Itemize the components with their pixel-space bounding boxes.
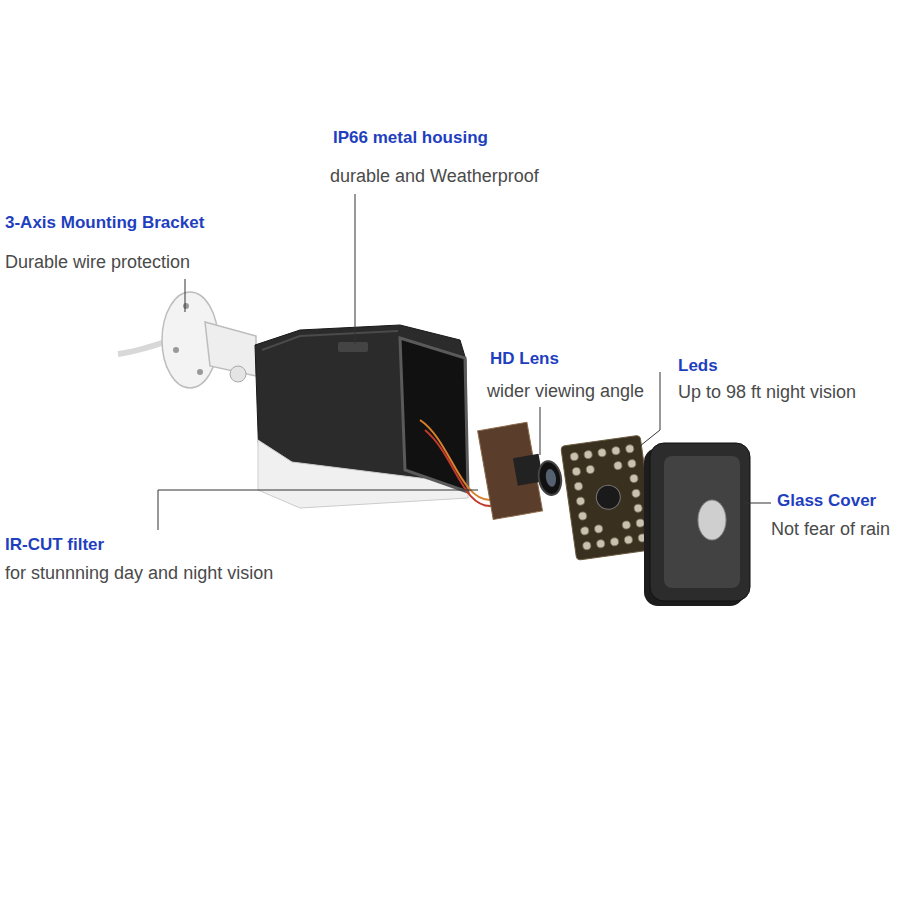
led xyxy=(613,461,622,470)
led xyxy=(634,504,643,513)
leader-line xyxy=(158,490,478,530)
led-hole xyxy=(595,484,622,511)
led xyxy=(578,511,587,520)
led xyxy=(632,489,641,498)
led xyxy=(580,526,589,535)
led xyxy=(570,452,579,461)
leader-line xyxy=(185,279,186,312)
bracket-knob xyxy=(230,366,246,382)
cover-window xyxy=(664,456,740,588)
glass-cover xyxy=(650,443,750,601)
led xyxy=(624,535,633,544)
led xyxy=(636,519,645,528)
callout-text: durable and Weatherproof xyxy=(330,166,539,187)
led xyxy=(598,448,607,457)
callout-text: Durable wire protection xyxy=(5,252,190,273)
led xyxy=(576,497,585,506)
led xyxy=(594,524,603,533)
leader-line xyxy=(540,407,541,455)
lens-glass xyxy=(544,468,557,487)
led-array xyxy=(570,444,647,550)
callout-text: wider viewing angle xyxy=(487,381,644,402)
bracket-arm xyxy=(205,322,256,376)
screw xyxy=(183,303,189,309)
led xyxy=(629,474,638,483)
cover-lens-window xyxy=(698,500,726,540)
led xyxy=(582,541,591,550)
housing-edge xyxy=(262,331,398,350)
callout-title: 3-Axis Mounting Bracket xyxy=(5,213,204,233)
led xyxy=(610,537,619,546)
led xyxy=(596,539,605,548)
led xyxy=(572,467,581,476)
screw xyxy=(173,347,179,353)
lens-board xyxy=(478,418,567,519)
callout-text: Not fear of rain xyxy=(771,519,890,540)
housing-opening xyxy=(400,338,468,492)
callout-title: IP66 metal housing xyxy=(333,128,488,148)
led-pcb xyxy=(561,435,656,560)
led-board xyxy=(561,435,656,560)
leader-line xyxy=(744,503,771,504)
lens xyxy=(536,459,564,496)
led xyxy=(584,450,593,459)
callout-title: IR-CUT filter xyxy=(5,535,104,555)
led xyxy=(574,482,583,491)
housing-latch xyxy=(338,342,368,352)
led xyxy=(611,446,620,455)
pcb xyxy=(478,422,543,519)
leader-line xyxy=(355,194,356,344)
callout-title: Glass Cover xyxy=(777,491,876,511)
led xyxy=(627,459,636,468)
callout-title: Leds xyxy=(678,356,718,376)
leader-lines xyxy=(158,194,771,530)
callout-text: Up to 98 ft night vision xyxy=(678,382,856,403)
callout-title: HD Lens xyxy=(490,349,559,369)
led xyxy=(622,521,631,530)
screw xyxy=(197,369,203,375)
led xyxy=(586,465,595,474)
cable xyxy=(118,341,168,354)
callout-text: for stunnning day and night vision xyxy=(5,563,273,584)
led xyxy=(625,444,634,453)
